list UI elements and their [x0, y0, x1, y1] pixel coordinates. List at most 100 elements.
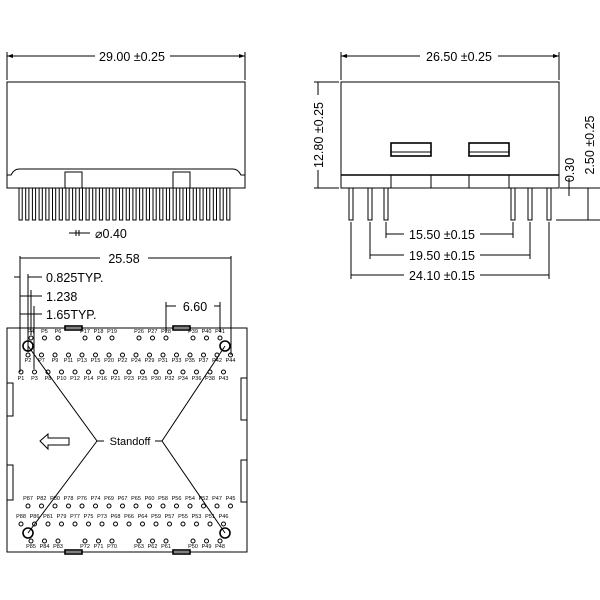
pin-label: P85 [26, 544, 36, 550]
pin-label: P51 [205, 514, 215, 520]
pin-label: P81 [43, 514, 53, 520]
pin-p39: P39 [188, 329, 198, 341]
pin-p15: P15 [91, 352, 100, 364]
pin-label: P21 [111, 376, 121, 382]
pin-label: P14 [84, 376, 94, 382]
pin-label: P47 [212, 496, 222, 502]
pin-p5: P5 [41, 329, 48, 341]
pin-p69: P69 [104, 496, 114, 509]
pin [139, 187, 144, 221]
pin-p71: P71 [94, 538, 103, 550]
pin [206, 187, 211, 221]
component-body [6, 81, 246, 189]
pin [226, 187, 231, 221]
pin-p67: P67 [118, 496, 128, 509]
pin-label: P31 [158, 358, 168, 364]
tab [64, 171, 83, 189]
pin [192, 187, 197, 221]
overall-dimension: 25.58 [108, 252, 139, 266]
height-dimension: 12.80 ±0.25 [312, 102, 326, 168]
pin-p61: P61 [161, 538, 171, 550]
pin-label: P76 [77, 496, 87, 502]
pin-label: P32 [165, 376, 175, 382]
pin [165, 187, 171, 221]
pin-label: P23 [124, 376, 134, 382]
pin-label: P22 [118, 358, 128, 364]
pin-p34: P34 [178, 369, 188, 382]
standoff [219, 527, 231, 539]
pin-p10: P10 [57, 369, 66, 382]
pin-label: P26 [134, 329, 144, 335]
pin-p21: P21 [111, 369, 121, 382]
pin-p80: P80 [50, 496, 60, 509]
pin-label: P7 [38, 358, 45, 364]
pin-label: P49 [202, 544, 212, 550]
pin-label: P36 [192, 376, 202, 382]
pin-label: P2 [25, 358, 32, 364]
pin [510, 187, 516, 221]
dim-0825: 0.825TYP. [46, 271, 103, 285]
pin [172, 187, 177, 221]
pin-p17: P17 [80, 329, 90, 341]
pin-label: P19 [107, 329, 117, 335]
pin-label: P75 [84, 514, 94, 520]
pin-p22: P22 [118, 352, 128, 364]
width-dimension: 29.00 ±0.25 [99, 50, 165, 64]
pin-label: P37 [199, 358, 209, 364]
pin-label: P9 [52, 358, 59, 364]
pin-label: P57 [165, 514, 175, 520]
pin-label: P48 [215, 544, 225, 550]
side-view: 26.50 ±0.25 12.80 ±0.25 0.30 2.50 ±0.25 … [312, 50, 600, 283]
pin-label: P5 [41, 329, 48, 335]
slot-dimension: 6.60 [183, 300, 207, 314]
pin-p48: P48 [215, 538, 225, 550]
pin [212, 187, 218, 221]
pin [219, 187, 224, 221]
pin-p35: P35 [185, 352, 195, 364]
pin-label: P62 [148, 544, 158, 550]
pin-p49: P49 [202, 538, 212, 550]
pin [367, 187, 373, 221]
pin-p63: P63 [134, 538, 144, 550]
pin-label: P70 [107, 544, 117, 550]
pin-p52: P52 [199, 496, 208, 509]
pin-p86: P86 [30, 514, 39, 527]
dim-165: 1.65TYP. [46, 308, 97, 322]
pin-p57: P57 [165, 514, 175, 527]
pin-p70: P70 [107, 538, 117, 550]
pin-label: P63 [134, 544, 144, 550]
pin-label: P80 [50, 496, 60, 502]
standoff-dimension: 0.30 [563, 158, 577, 182]
pin-label: P73 [97, 514, 107, 520]
pin-p85: P85 [26, 538, 36, 550]
pin [145, 187, 151, 221]
pin-label: P67 [118, 496, 128, 502]
pin-p20: P20 [104, 352, 114, 364]
pin-p30: P30 [151, 369, 161, 382]
pin [31, 187, 37, 221]
pin-label: P64 [138, 514, 148, 520]
pin-p40: P40 [202, 329, 211, 341]
pin-p43: P43 [219, 369, 228, 382]
footprint-outline [6, 327, 248, 553]
pin-label: P66 [124, 514, 134, 520]
pin-label: P88 [16, 514, 26, 520]
pin-p72: P72 [80, 538, 90, 550]
pin-label: P8 [45, 376, 52, 382]
pin-label: P59 [151, 514, 161, 520]
pin-label: P27 [148, 329, 158, 335]
front-view: 29.00 ±0.25 ⌀0.40 [6, 50, 246, 241]
pin-label: P84 [40, 544, 50, 550]
pin-label: P44 [226, 358, 236, 364]
pin-label: P28 [161, 329, 171, 335]
pin-p7: P7 [38, 352, 45, 364]
pin-p75: P75 [84, 514, 94, 527]
pin-label: P11 [64, 358, 73, 364]
pin [65, 187, 70, 221]
orientation-arrow-icon [39, 432, 70, 451]
pin [199, 187, 204, 221]
pin-label: P3 [31, 376, 38, 382]
pin [179, 187, 184, 221]
pin-p29: P29 [145, 352, 154, 364]
pin [348, 187, 354, 221]
